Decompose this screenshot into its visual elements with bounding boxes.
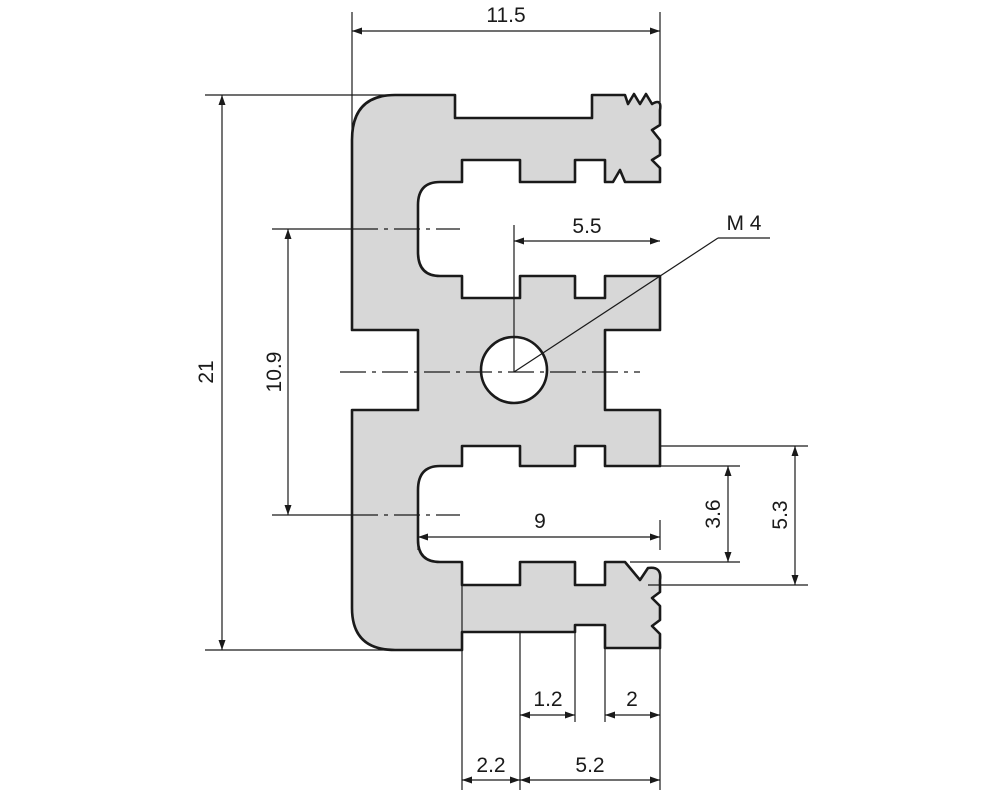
label-thread-offset: 5.5 xyxy=(572,215,601,238)
label-thread-size: M 4 xyxy=(726,212,761,235)
label-slot-depth: 9 xyxy=(534,510,546,533)
label-tip-width: 2 xyxy=(626,688,638,711)
label-overall-height: 21 xyxy=(195,360,218,383)
label-comb-width: 5.2 xyxy=(575,754,604,777)
label-slot-opening: 3.6 xyxy=(702,499,725,528)
label-root-width: 2.2 xyxy=(476,754,505,777)
label-slot-pitch: 10.9 xyxy=(263,352,286,393)
label-tongue-height: 5.3 xyxy=(769,500,792,529)
label-overall-width: 11.5 xyxy=(486,4,525,27)
label-tooth-width: 1.2 xyxy=(533,688,562,711)
m4-leader-line xyxy=(513,237,719,373)
